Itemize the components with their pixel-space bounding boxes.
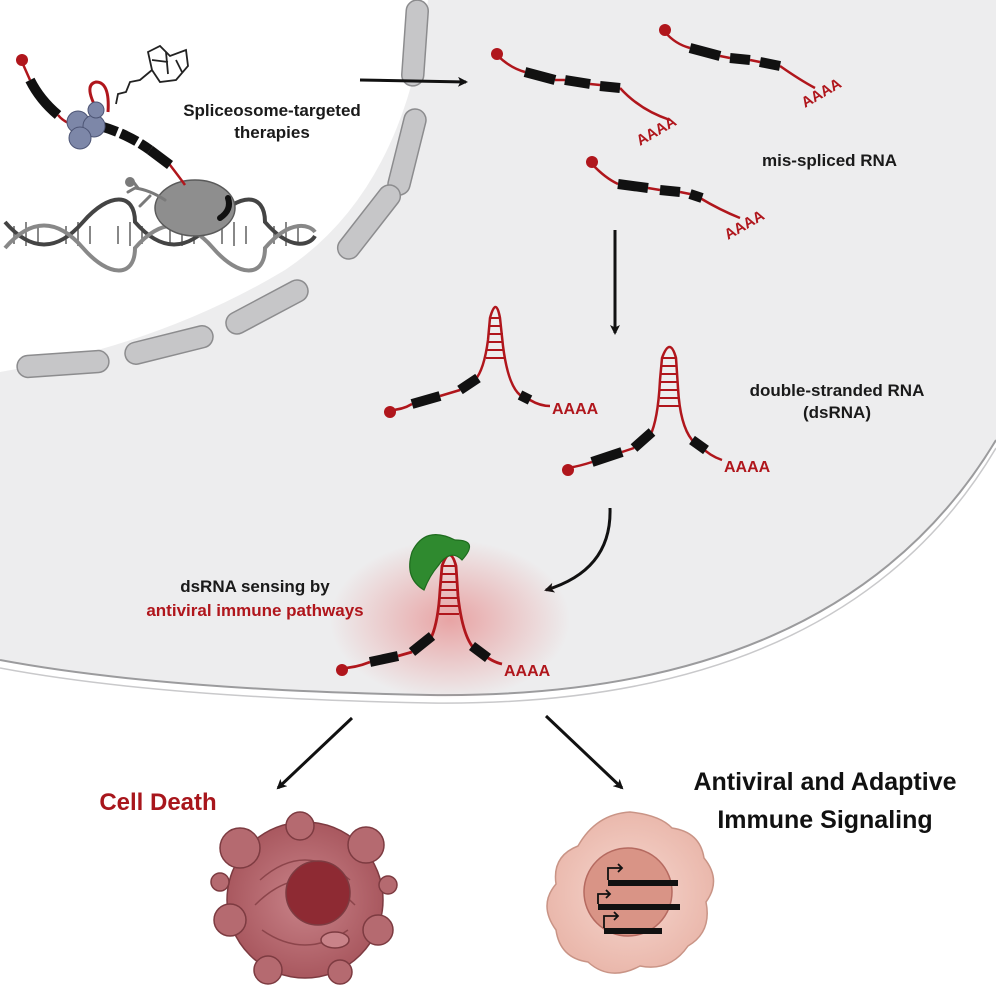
dsrna-sensor-icon [409,534,471,591]
dsrna-molecule-1: AAAA [384,305,599,418]
poly-a-tail: AAAA [504,663,551,680]
dsrna-label: double-stranded RNA [750,381,925,400]
antiviral-pathways-label: antiviral immune pathways [146,601,363,620]
dsrna-sensing-label: dsRNA sensing by [180,577,330,596]
mis-spliced-rna-label: mis-spliced RNA [762,151,897,170]
nuclear-envelope [16,0,429,379]
poly-a-tail: AAAA [552,401,599,418]
to-cell-death-arrow [276,716,354,790]
cell-death-label: Cell Death [99,789,216,816]
sensed-dsrna-molecule: AAAA [336,553,551,680]
to-immune-signaling-arrow [544,714,624,790]
spliceosome-therapies-label-line2: therapies [234,123,310,142]
immune-signaling-label: Antiviral and Adaptive [693,768,956,796]
immune-signaling-label-line2: Immune Signaling [717,806,932,834]
cell-membrane-inner [0,447,996,704]
export-arrow [359,76,468,87]
spliceosome-icon [66,101,106,150]
immune-cell-icon [546,811,715,974]
to-sensing-arrow [544,507,612,593]
transcription-arrow-icon [607,863,624,880]
rna-polymerase-icon [125,177,236,237]
spliceosome-therapies-label: Spliceosome-targeted [183,101,361,120]
dsrna-molecule-2: AAAA [562,345,771,476]
small-molecule-drug-icon [115,44,189,105]
dsrna-label-line2: (dsRNA) [803,403,871,422]
poly-a-tail: AAAA [724,459,771,476]
dead-cell-icon [210,811,398,985]
